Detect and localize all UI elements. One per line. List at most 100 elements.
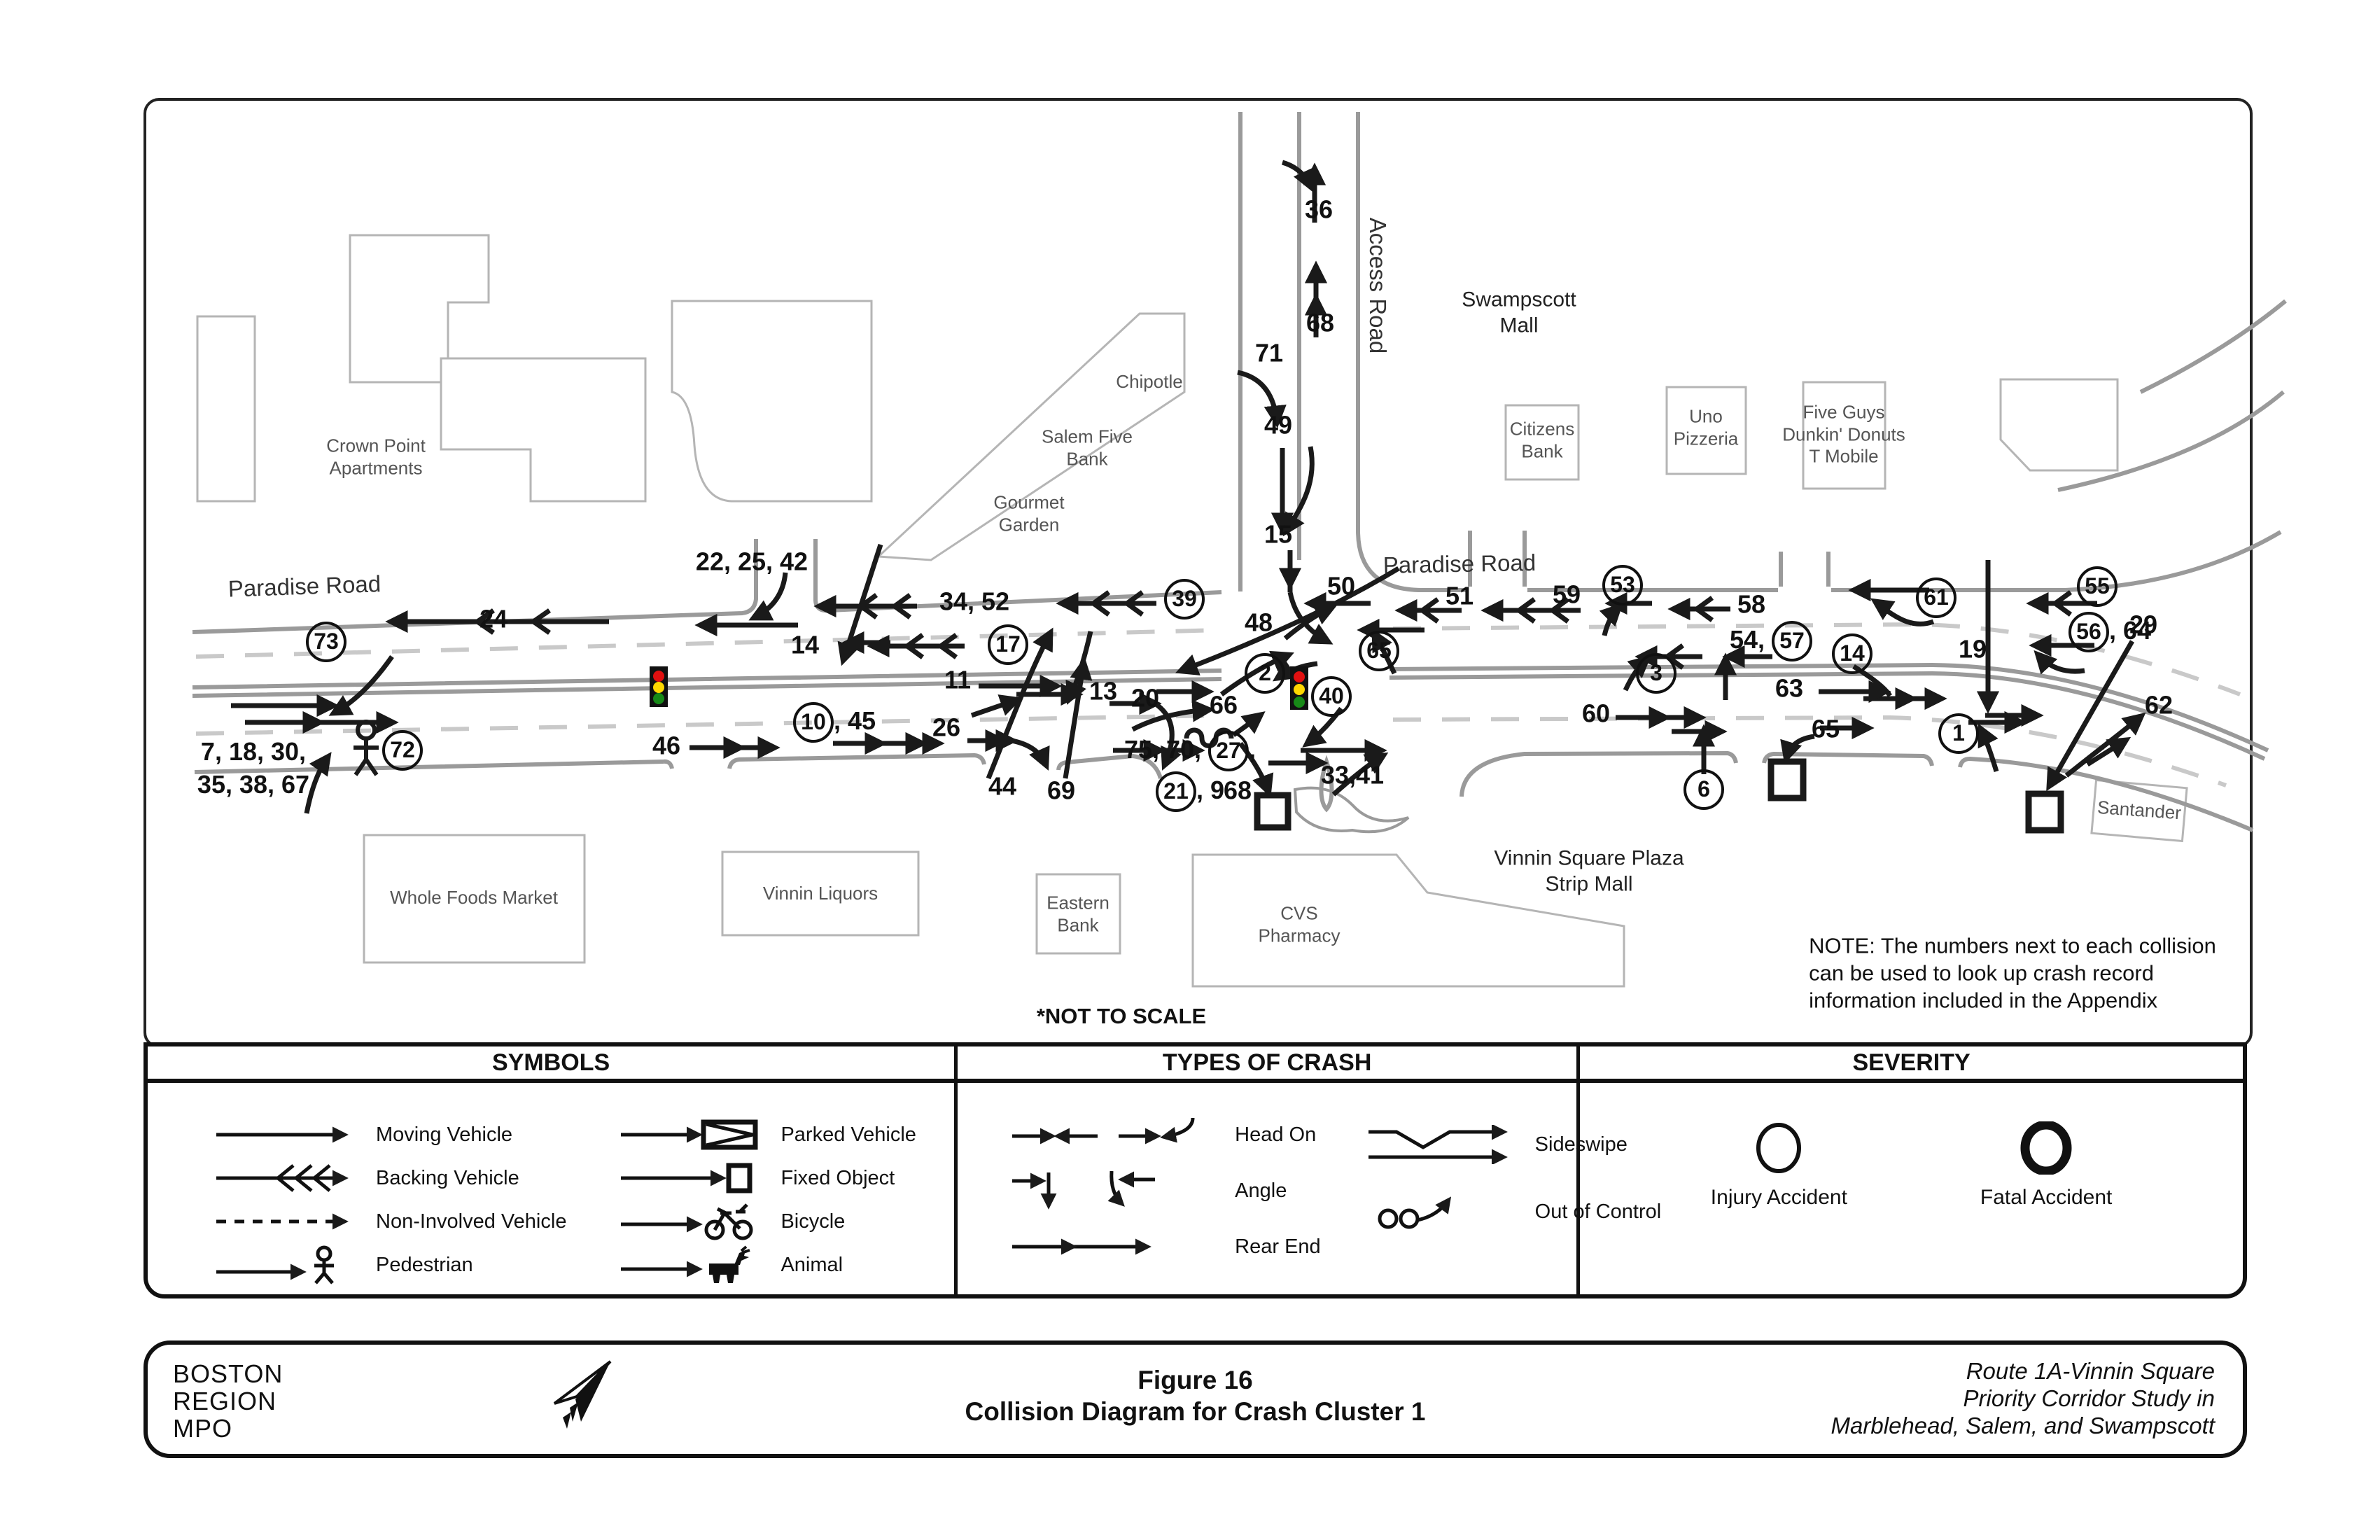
not-to-scale: *NOT TO SCALE <box>1036 1004 1207 1029</box>
legend-item-parked-vehicle: Parked Vehicle <box>615 1116 916 1153</box>
collision-label: 29 <box>2129 610 2158 639</box>
collision-label: 14 <box>790 630 820 659</box>
building-outlines <box>196 234 2188 988</box>
collision-label: 48 <box>1244 608 1273 637</box>
collision-label: 68 <box>1223 776 1252 805</box>
legend-symbols-title: SYMBOLS <box>148 1046 955 1083</box>
fixed-object-icon <box>621 1163 752 1194</box>
angle-icon <box>1012 1170 1156 1210</box>
collision-arrows <box>231 160 2146 834</box>
legend-item-moving-vehicle: Moving Vehicle <box>211 1116 566 1153</box>
place-chipotle: Chipotle <box>1116 371 1183 393</box>
collision-label: 65 <box>1359 631 1399 671</box>
collision-label: 2 <box>1245 653 1285 694</box>
collision-label: 7, 18, 30,35, 38, 67 <box>197 737 310 799</box>
collision-label: 20 <box>1130 683 1160 713</box>
collision-label: 26 <box>932 713 961 742</box>
pedestrian-icon <box>354 720 379 776</box>
collision-label: 46 <box>652 731 681 760</box>
collision-label: 33,41 <box>1320 760 1385 790</box>
traffic-signal-icon <box>1290 666 1308 710</box>
collision-label: 69 <box>1046 776 1076 805</box>
collision-label: 15 <box>1264 519 1293 549</box>
collision-label: 34, 52 <box>939 587 1010 616</box>
collision-label: 53 <box>1602 565 1643 606</box>
place-vinnin-liquors: Vinnin Liquors <box>762 883 878 904</box>
collision-label: 73 <box>306 622 346 662</box>
rear-end-icon <box>1012 1238 1152 1255</box>
legend-severity-title: SEVERITY <box>1580 1046 2243 1083</box>
collision-label: 55 <box>2077 566 2118 607</box>
collision-label: 59 <box>1552 580 1581 609</box>
non-involved-vehicle-icon <box>216 1213 349 1230</box>
collision-label: 3 <box>1636 653 1676 694</box>
legend-item-fatal-accident: Fatal Accident <box>1980 1121 2112 1210</box>
place-whole-foods: Whole Foods Market <box>390 887 558 909</box>
collision-label: 19 <box>1958 634 1987 664</box>
animal-icon <box>621 1245 751 1283</box>
parked-vehicle-icon <box>621 1119 758 1150</box>
legend-severity-section: SEVERITY Injury Accident Fatal Accident <box>1580 1046 2243 1294</box>
legend-item-animal: Animal <box>615 1245 916 1283</box>
sideswipe-icon <box>1368 1125 1508 1164</box>
legend-item-fixed-object: Fixed Object <box>615 1160 916 1196</box>
backing-vehicle-icon <box>216 1164 349 1192</box>
collision-label: 65 <box>1811 714 1840 743</box>
moving-vehicle-icon <box>216 1126 349 1143</box>
collision-label: 39 <box>1164 579 1205 620</box>
out-of-control-icon <box>1378 1196 1451 1229</box>
collision-label: 24 <box>479 604 508 634</box>
collision-label: 50 <box>1326 571 1356 601</box>
collision-label: 63 <box>1774 673 1804 703</box>
legend-item-rear-end: Rear End <box>1007 1228 1321 1265</box>
collision-label: 13 <box>1088 676 1118 706</box>
collision-label: 14 <box>1832 634 1872 674</box>
legend-symbols-section: SYMBOLS Moving Vehicle Backing Vehicle <box>148 1046 958 1294</box>
legend-item-out-of-control: Out of Control <box>1363 1194 1661 1230</box>
legend-item-non-involved-vehicle: Non-Involved Vehicle <box>211 1203 566 1240</box>
legend-panel: SYMBOLS Moving Vehicle Backing Vehicle <box>144 1042 2247 1298</box>
legend-item-pedestrian: Pedestrian <box>211 1245 566 1284</box>
collision-label: 6 <box>1684 769 1724 810</box>
head-on-icon <box>1012 1117 1195 1144</box>
collision-label: 22, 25, 42 <box>695 547 808 576</box>
collision-label: 75, 70, 27,21, 9 <box>1124 731 1256 812</box>
collision-label: 44 <box>988 771 1017 801</box>
road-paradise-left: Paradise Road <box>227 570 382 602</box>
collision-label: 11 <box>944 665 972 694</box>
collision-label: 54, 57 <box>1730 621 1813 662</box>
road-lines <box>192 112 2287 834</box>
injury-accident-icon <box>1756 1123 1802 1173</box>
road-access: Access Road <box>1365 217 1392 354</box>
collision-label: 61 <box>1916 578 1956 618</box>
collision-label: 71 <box>1254 338 1284 368</box>
collision-label: 62 <box>2144 690 2174 720</box>
north-arrow-icon <box>553 1360 612 1429</box>
collision-label: 10, 45 <box>792 702 876 743</box>
legend-item-bicycle: Bicycle <box>615 1203 916 1240</box>
collision-label: 1 <box>1938 713 1979 754</box>
collision-label: 40 <box>1311 676 1352 717</box>
collision-label: 36 <box>1304 195 1334 224</box>
fatal-accident-icon <box>2020 1121 2072 1175</box>
collision-label: 56, 64 <box>2068 612 2151 652</box>
legend-item-injury-accident: Injury Accident <box>1711 1121 1847 1210</box>
note: NOTE: The numbers next to each collision… <box>1809 933 2216 1013</box>
collision-label: 66 <box>1209 690 1238 720</box>
collision-label: 68 <box>1306 308 1335 337</box>
